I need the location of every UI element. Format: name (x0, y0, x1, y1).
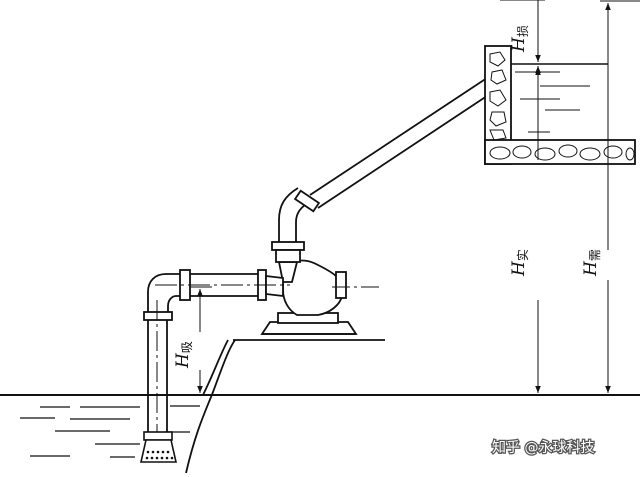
pump-body (282, 259, 380, 316)
watermark: 知乎 @永球科技 (491, 438, 596, 458)
label-h-suction: H吸 (173, 341, 194, 369)
discharge-pipe (271, 73, 503, 283)
label-h-actual: H实 (509, 249, 530, 277)
lower-water (20, 405, 200, 458)
svg-text:知乎 @永球科技: 知乎 @永球科技 (492, 439, 594, 456)
svg-text:H吸: H吸 (173, 341, 194, 369)
svg-text:H需: H需 (581, 249, 602, 277)
pump-base (260, 312, 358, 335)
foot-valve (139, 431, 178, 463)
svg-text:H实: H实 (509, 249, 530, 277)
svg-text:H损: H损 (509, 25, 530, 53)
dimension-lines (190, 0, 640, 393)
suction-pipe (143, 269, 290, 440)
label-h-loss: H损 (509, 25, 530, 53)
embankment (185, 339, 385, 474)
label-h-need: H需 (581, 249, 602, 277)
upper-tank (484, 45, 636, 165)
